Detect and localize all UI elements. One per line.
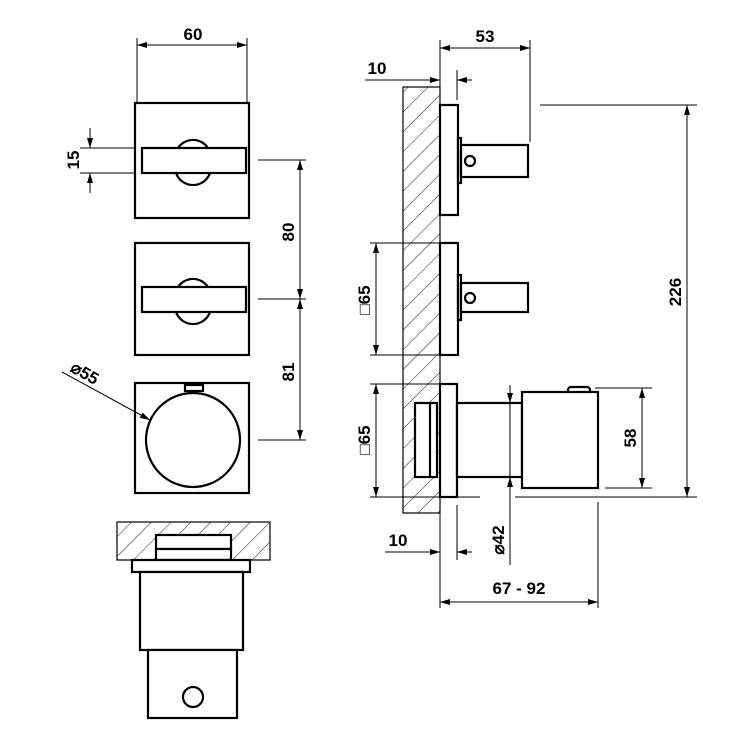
- upper-valve-front: [133, 101, 251, 220]
- dim-plate-lower: □65: [355, 425, 374, 454]
- dim-handle-height: 15: [64, 151, 83, 170]
- dim-wall-offset-top: 10: [368, 59, 387, 78]
- dim-plate-upper: □65: [355, 285, 374, 314]
- top-section-view: [116, 521, 271, 720]
- dim-wall-offset-bottom: 10: [389, 531, 408, 550]
- dim-side-projection: 53: [476, 27, 495, 46]
- upper-valve-side: [438, 103, 530, 217]
- thermostat-front: [133, 381, 251, 495]
- side-view: 53 10 □65 □: [355, 27, 697, 608]
- dim-knob-diameter: ⌀55: [67, 358, 102, 389]
- front-view: 60 15 80 81 ⌀55: [61, 25, 306, 720]
- dim-front-width: 60: [184, 25, 203, 44]
- dim-spacing-upper: 80: [279, 223, 298, 242]
- dim-depth-range: 67 - 92: [493, 579, 546, 598]
- dim-knob-height: 58: [621, 429, 640, 448]
- dim-total-height: 226: [666, 278, 685, 306]
- middle-valve-side: [438, 241, 530, 357]
- dim-spacing-lower: 81: [279, 363, 298, 382]
- thermostat-side: [413, 382, 600, 499]
- dim-stem-diameter: ⌀42: [489, 525, 508, 554]
- middle-valve-front: [133, 241, 251, 357]
